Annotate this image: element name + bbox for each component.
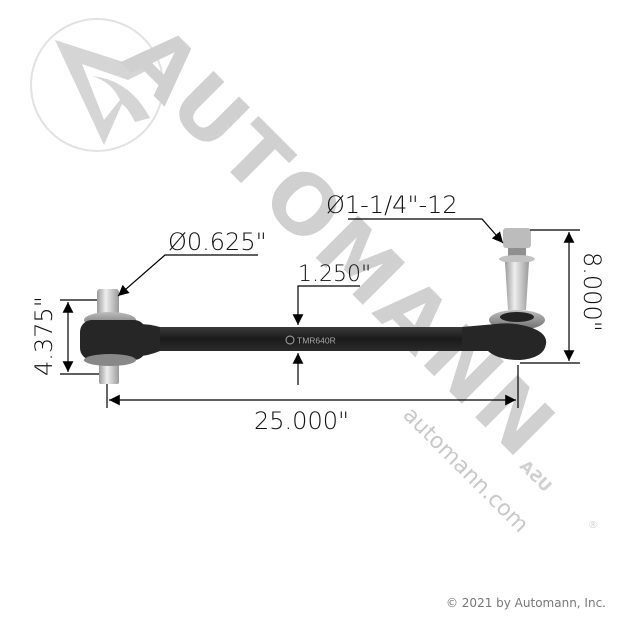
watermark-registered: ® [588, 520, 598, 531]
left-neck [138, 324, 160, 356]
dimension-lines [60, 218, 580, 408]
right-bushing-inner [500, 312, 534, 322]
right-stud-washer [499, 255, 535, 263]
right-stud-thread [508, 248, 526, 258]
right-stud-nut [503, 228, 531, 248]
right-thread-leader [348, 218, 504, 244]
bar-thickness-label: 1.250" [298, 262, 371, 287]
right-eye [462, 323, 547, 360]
left-pin-top [97, 289, 119, 319]
part-number: TMR640R [297, 336, 336, 346]
left-pin-leader [117, 254, 258, 297]
overall-length-label: 25.000" [254, 407, 349, 435]
left-pin-bottom [99, 362, 119, 384]
part-logo-icon [285, 335, 295, 345]
logo-a-mark [55, 40, 150, 145]
copyright-notice: © 2021 by Automann, Inc. [445, 596, 606, 610]
right-thread-label: Ø1-1/4"-12 [326, 191, 458, 219]
right-height-label: 8.000" [578, 252, 606, 332]
torque-rod: TMR640R [80, 228, 547, 384]
logo-circle [30, 18, 164, 152]
rod-bar [150, 327, 490, 351]
left-width-label: 4.375" [30, 296, 58, 376]
left-bushing-ring-bottom [84, 354, 136, 366]
right-stud-taper [505, 262, 529, 310]
left-eye [80, 320, 146, 360]
left-pin-diameter-label: Ø0.625" [168, 228, 267, 256]
bar-thickness-ref [292, 285, 360, 325]
